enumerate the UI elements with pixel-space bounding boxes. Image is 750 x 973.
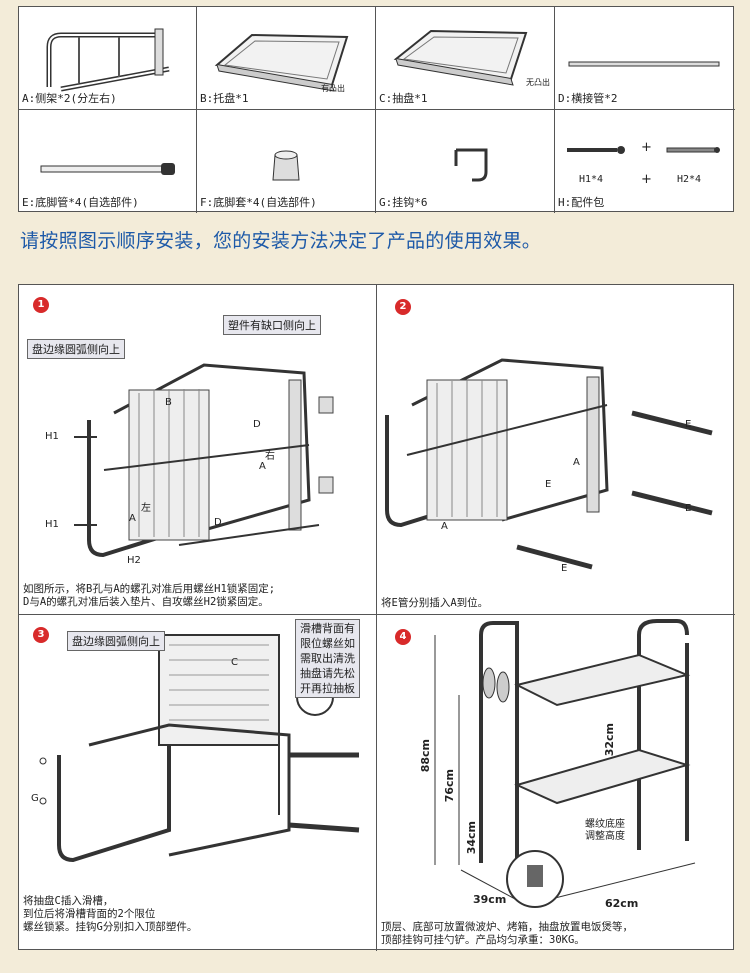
part-a-label: A:侧架*2(分左右) xyxy=(22,92,117,105)
step-1-callout-tray-edge: 盘边缘圆弧侧向上 xyxy=(27,339,125,359)
step-1-label-d1: D xyxy=(253,419,261,430)
step-1-label-a2: A xyxy=(129,513,136,524)
step-2-badge: 2 xyxy=(395,299,411,315)
plus-sign-1: + xyxy=(641,140,652,155)
step-2-label-e1: E xyxy=(685,419,692,430)
step-2-label-e2: E xyxy=(685,503,692,514)
step-1-label-right: 右 xyxy=(265,451,275,462)
step-2-illustration xyxy=(385,358,713,570)
step-3-label-c: C xyxy=(231,657,238,668)
step-1-label-b: B xyxy=(165,397,172,408)
step-2-label-a1: A xyxy=(573,457,580,468)
step-4-illustration xyxy=(434,619,696,908)
step-4-panel: 4 88cm 76cm 32cm 34cm 39cm 62cm 螺纹底座 调整高… xyxy=(377,615,735,951)
step-1-label-left: 左 xyxy=(141,503,151,514)
step-3-callout-tray-edge: 盘边缘圆弧侧向上 xyxy=(67,631,165,651)
side-frame-illustration xyxy=(46,28,170,92)
dim-top-height: 76cm xyxy=(443,769,456,803)
step-2-panel: 2 E E E E A A 将E管分别插入A到位。 xyxy=(377,285,735,615)
step-1-caption: 如图所示，将B孔与A的螺孔对准后用螺丝H1锁紧固定; D与A的螺孔对准后装入垫片… xyxy=(23,583,276,608)
step-3-label-g: G xyxy=(31,793,39,804)
step-1-label-h1b: H1 xyxy=(45,519,59,530)
step-3-panel: 3 盘边缘圆弧侧向上 滑槽背面有 限位螺丝如 需取出清洗 抽盘请先松 开再拉抽板… xyxy=(19,615,377,951)
tray-tag: 有凸出 xyxy=(321,84,345,93)
step-2-label-e4: E xyxy=(561,563,568,574)
cross-tube-illustration xyxy=(568,61,720,67)
step-1-label-h1a: H1 xyxy=(45,431,59,442)
step-4-caption: 顶层、底部可放置微波炉、烤箱，抽盘放置电饭煲等， 顶部挂钩可挂勺铲。产品均匀承重… xyxy=(381,921,633,946)
dim-shelf-gap: 32cm xyxy=(603,723,616,757)
step-4-badge: 4 xyxy=(395,629,411,645)
screw-h2-label: H2*4 xyxy=(677,174,702,185)
step-1-label-h2: H2 xyxy=(127,555,141,566)
step-1-badge: 1 xyxy=(33,297,49,313)
dim-total-height: 88cm xyxy=(419,739,432,773)
install-notice: 请按照图示顺序安装，您的安装方法决定了产品的使用效果。 xyxy=(20,230,542,252)
tray-illustration xyxy=(214,33,349,92)
dim-depth: 39cm xyxy=(473,893,507,906)
plus-sign-2: + xyxy=(641,172,652,187)
part-c-label: C:抽盘*1 xyxy=(379,92,428,105)
part-b-cell: 有凸出 B:托盘*1 xyxy=(197,7,376,110)
screw-h1-label: H1*4 xyxy=(579,174,604,185)
dim-bottom-height: 34cm xyxy=(465,821,478,855)
step-4-adjust-note: 螺纹底座 调整高度 xyxy=(585,819,625,842)
step-3-callout-slide-screw: 滑槽背面有 限位螺丝如 需取出清洗 抽盘请先松 开再拉抽板 xyxy=(295,619,360,698)
step-1-illustration xyxy=(74,363,334,558)
step-3-illustration xyxy=(39,634,360,863)
step-2-caption: 将E管分别插入A到位。 xyxy=(381,597,489,609)
screws-illustration xyxy=(567,146,720,154)
part-g-cell: G:挂钩*6 xyxy=(376,110,555,213)
leg-tube-illustration xyxy=(40,163,175,175)
hook-illustration xyxy=(454,148,488,182)
part-g-label: G:挂钩*6 xyxy=(379,196,428,209)
part-c-cell: 无凸出 C:抽盘*1 xyxy=(376,7,555,110)
part-h-label: H:配件包 xyxy=(558,196,605,209)
foot-cap-illustration xyxy=(272,150,300,181)
parts-table: A:侧架*2(分左右) 有凸出 B:托盘*1 无凸出 C:抽盘*1 D:横接管*… xyxy=(18,6,735,213)
part-f-label: F:底脚套*4(自选部件) xyxy=(200,196,317,209)
part-h-cell: + + H1*4 H2*4 H:配件包 xyxy=(555,110,735,213)
step-2-label-e3: E xyxy=(545,479,552,490)
step-1-callout-plastic-notch: 塑件有缺口侧向上 xyxy=(223,315,321,335)
step-3-badge: 3 xyxy=(33,627,49,643)
dim-width: 62cm xyxy=(605,897,639,910)
part-e-label: E:底脚管*4(自选部件) xyxy=(22,196,139,209)
step-1-label-d2: D xyxy=(214,517,222,528)
drawer-tag: 无凸出 xyxy=(526,78,550,87)
assembly-steps: 1 盘边缘圆弧侧向上 塑件有缺口侧向上 B D D A A H1 H1 H2 左… xyxy=(18,284,735,951)
step-1-panel: 1 盘边缘圆弧侧向上 塑件有缺口侧向上 B D D A A H1 H1 H2 左… xyxy=(19,285,377,615)
step-2-label-a2: A xyxy=(441,521,448,532)
part-e-cell: E:底脚管*4(自选部件) xyxy=(19,110,197,213)
part-d-label: D:横接管*2 xyxy=(558,92,618,105)
part-f-cell: F:底脚套*4(自选部件) xyxy=(197,110,376,213)
part-d-cell: D:横接管*2 xyxy=(555,7,735,110)
step-3-caption: 将抽盘C插入滑槽， 到位后将滑槽背面的2个限位 螺丝锁紧。挂钩G分别扣入顶部塑件… xyxy=(23,895,198,933)
part-a-cell: A:侧架*2(分左右) xyxy=(19,7,197,110)
step-1-label-a1: A xyxy=(259,461,266,472)
drawer-tray-illustration xyxy=(393,29,528,86)
part-b-label: B:托盘*1 xyxy=(200,92,249,105)
